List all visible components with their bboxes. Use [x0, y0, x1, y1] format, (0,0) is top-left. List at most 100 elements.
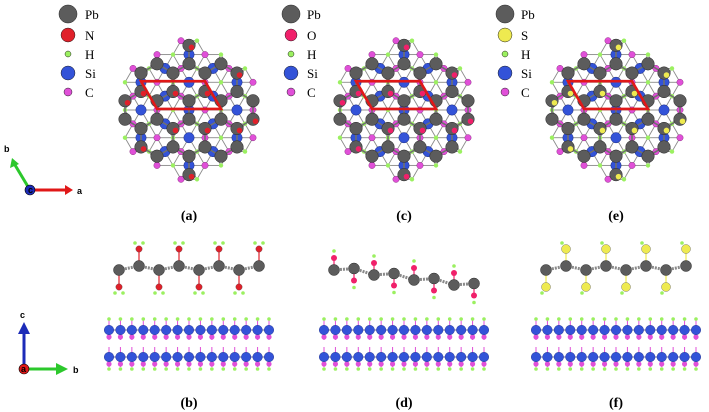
c-atom — [177, 175, 185, 183]
c-atom — [332, 334, 339, 340]
c-atom — [355, 361, 361, 367]
c-atom — [392, 175, 400, 183]
c-atom — [129, 148, 137, 155]
c-atom — [201, 162, 209, 169]
unit-cell — [565, 79, 651, 111]
pb-atom — [348, 262, 360, 275]
c-atom — [220, 361, 226, 367]
si-atom — [599, 352, 610, 363]
h-atom — [660, 291, 664, 295]
adatom — [339, 99, 346, 106]
pb-atom — [625, 66, 639, 80]
adatom — [387, 90, 394, 97]
unit-cell — [138, 79, 224, 111]
h-atom — [591, 367, 595, 371]
pb-atom — [397, 94, 411, 108]
h-atom — [659, 367, 664, 371]
c-atom — [332, 361, 339, 367]
c-atom — [579, 334, 585, 340]
si-atom — [679, 325, 690, 336]
n-atom — [155, 283, 163, 291]
c-atom — [186, 334, 192, 340]
h-atom — [597, 52, 603, 57]
pb-atom-icon — [495, 4, 515, 24]
h-atom — [452, 264, 456, 268]
si-atom — [195, 325, 206, 336]
o-atom — [471, 292, 477, 299]
pb-chain — [328, 249, 480, 305]
pb-atom — [680, 260, 692, 272]
pb-atom — [397, 112, 411, 126]
h-atom — [390, 317, 395, 321]
pb-atom — [381, 140, 395, 154]
pb-atom — [246, 94, 260, 108]
side-view-structure-d — [319, 249, 490, 371]
h-atom — [682, 367, 687, 371]
legend-panel-c: Pb O H Si C — [281, 4, 321, 100]
si-atom — [542, 352, 553, 363]
pb-atom — [545, 112, 559, 126]
c-atom — [659, 334, 665, 340]
h-atom — [210, 317, 214, 321]
c-atom — [647, 334, 653, 340]
c-atom — [129, 334, 135, 340]
c-atom — [464, 134, 472, 142]
si-atom — [376, 352, 387, 363]
c-atom — [232, 361, 238, 367]
s-atom — [561, 244, 571, 254]
h-atom — [198, 367, 203, 371]
h-atom — [121, 291, 125, 295]
legend-label-o: O — [307, 28, 316, 43]
h-atom — [457, 66, 463, 71]
h-atom — [187, 367, 191, 371]
h-atom — [175, 367, 180, 371]
c-atom — [201, 51, 209, 58]
pb-atom — [620, 264, 632, 276]
h-atom — [579, 367, 584, 371]
h-atom — [600, 241, 604, 245]
c-atom — [533, 361, 539, 367]
si-atom — [252, 352, 263, 363]
h-atom — [591, 317, 595, 321]
si-atom — [576, 352, 587, 363]
h-atom — [122, 135, 128, 140]
si-atom — [138, 325, 149, 336]
h-atom — [213, 241, 217, 245]
c-atom — [601, 361, 608, 367]
si-atom — [103, 325, 114, 336]
h-atom — [152, 367, 157, 371]
pb-atom — [182, 112, 196, 126]
si-atom — [656, 325, 667, 336]
h-atom — [221, 241, 225, 245]
side-view-structure-b — [103, 241, 275, 371]
c-atom — [392, 37, 400, 45]
pb-atom — [428, 272, 440, 285]
si-atom-icon — [497, 65, 513, 81]
c-atom — [670, 361, 676, 367]
h-atom — [118, 367, 123, 371]
c-atom — [129, 361, 135, 367]
h-atom — [164, 367, 168, 371]
si-atom — [622, 325, 633, 336]
h-atom — [233, 291, 237, 295]
pb-atom — [397, 57, 411, 71]
panel-label-a: (a) — [181, 209, 198, 224]
c-atom — [378, 334, 384, 340]
c-atom — [416, 51, 424, 58]
pb-atom — [233, 264, 245, 276]
h-atom — [379, 317, 383, 321]
pb-atom — [214, 112, 228, 126]
h-atom — [637, 317, 641, 321]
c-atom — [556, 148, 564, 155]
legend-label-pb: Pb — [85, 7, 99, 22]
h-atom — [345, 367, 349, 371]
legend-item-si: Si — [497, 65, 532, 81]
h-atom — [122, 80, 128, 85]
si-atom — [115, 325, 126, 336]
si-atom — [241, 325, 252, 336]
h-atom — [241, 291, 245, 295]
si-atom — [421, 352, 432, 363]
adatom — [599, 127, 606, 134]
pb-atom — [673, 94, 687, 108]
si-atom — [364, 325, 375, 336]
